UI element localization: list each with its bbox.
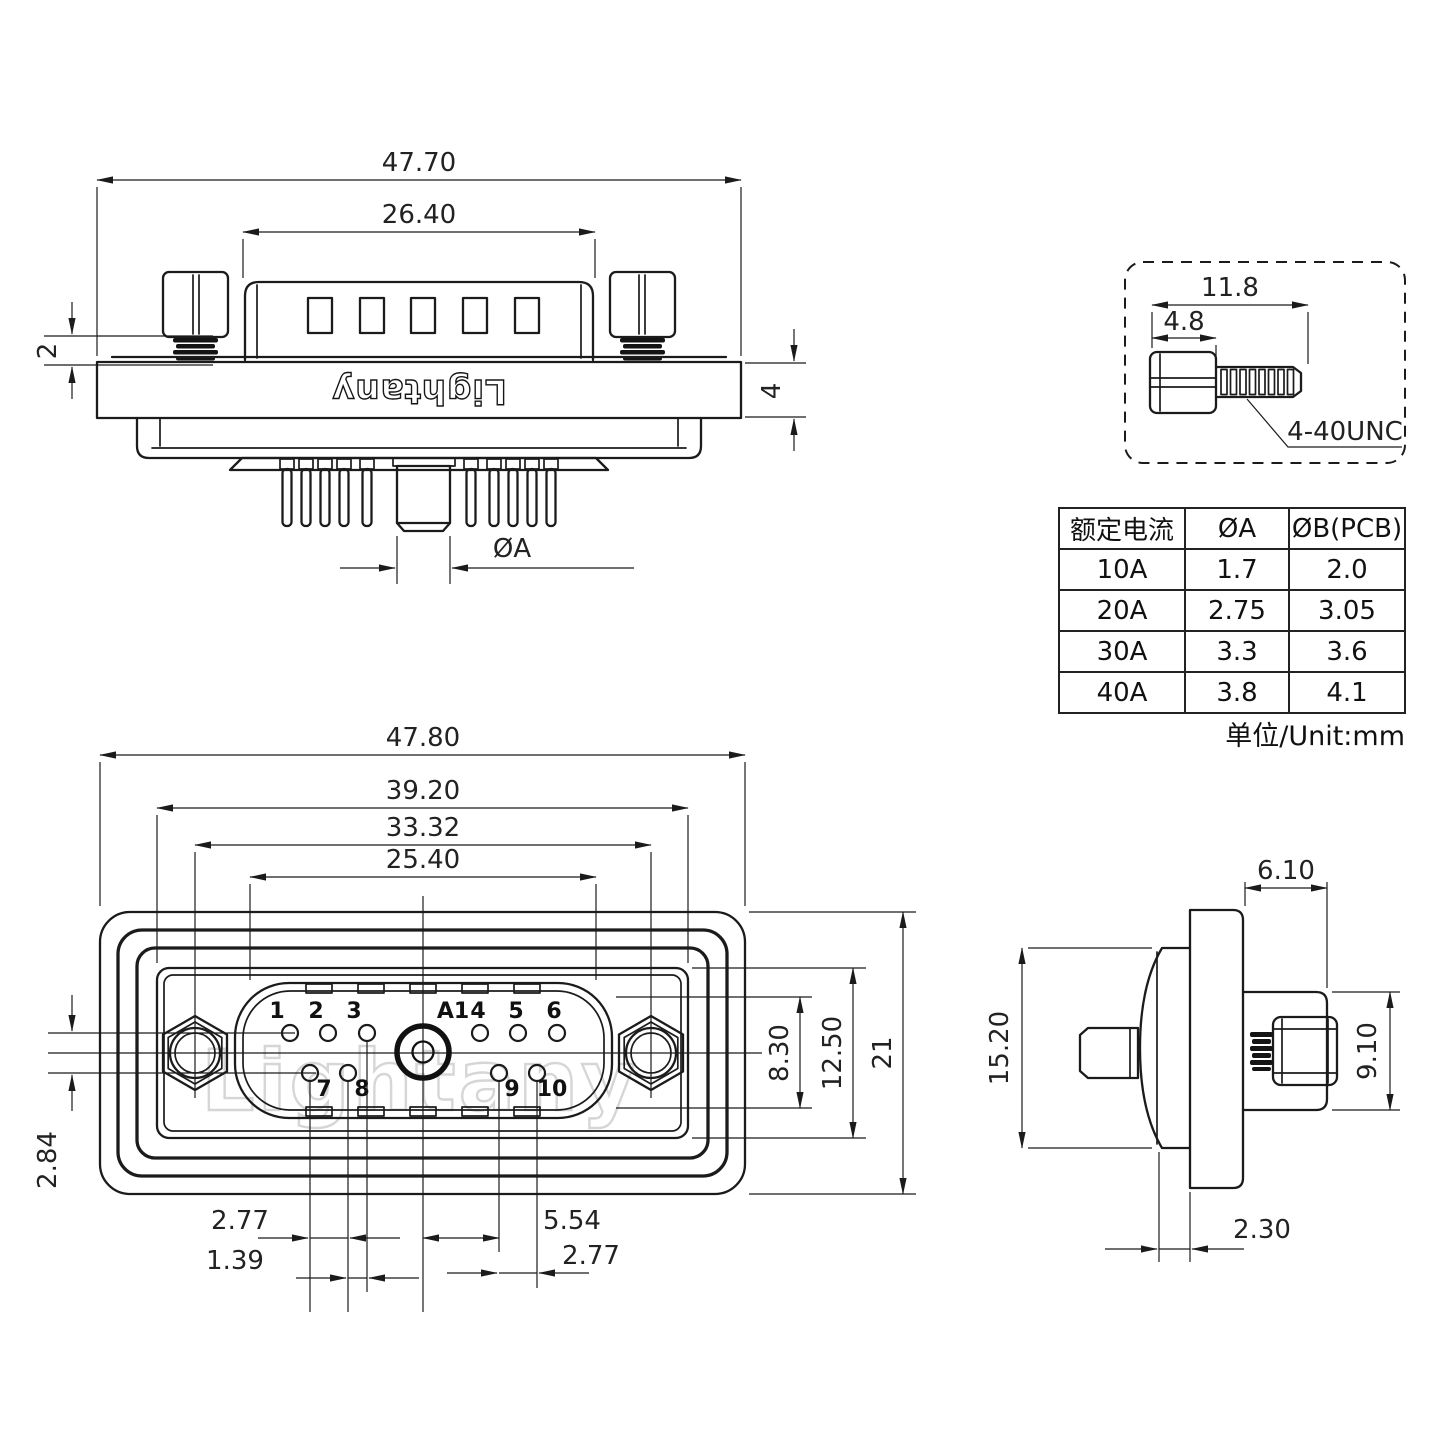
dim-label-pin-diameter: ØA [493,534,531,564]
leader-line [1246,398,1402,448]
signal-contacts [280,1023,567,1083]
table-row: 30A 3.3 3.6 [1058,630,1406,673]
detail-boundary [1124,261,1406,464]
unit-note: 单位/Unit:mm [1225,721,1405,752]
flange: Lightany [95,355,743,420]
dim-label-screw-standoff: 2 [33,343,63,360]
brand-logo: Lightany [331,371,506,411]
power-pin [392,457,456,533]
pin-label: 4 [470,999,485,1024]
dim-label-row-offset: 2.84 [33,1131,63,1189]
pin-label: 1 [269,999,284,1024]
dim-label-panel-width: 39.20 [386,776,460,806]
dim-label-shell-width: 26.40 [382,200,456,230]
cell: 3.6 [1288,630,1406,673]
cell: 3.8 [1184,671,1290,714]
coax-contact-a1 [394,1023,452,1081]
cell: 2.0 [1288,548,1406,591]
cell: 1.7 [1184,548,1290,591]
pin-label: 3 [346,999,361,1024]
screw-detail: 11.8 4.8 4-40UNC [1124,261,1406,464]
cell: 30A [1058,630,1186,673]
dim-label-screw-head: 4.8 [1163,307,1204,337]
pin-label: 6 [546,999,561,1024]
cell: 40A [1058,671,1186,714]
dim-label-pitch-left: 2.77 [211,1206,269,1236]
front-view: Lightany [33,723,916,1312]
cell: 20A [1058,589,1186,632]
insert-wafer [228,456,610,472]
table-row: 10A 1.7 2.0 [1058,548,1406,591]
dim-label-body-height: 9.10 [1353,1022,1383,1080]
pin-label: 8 [354,1077,369,1102]
lower-body [135,416,703,472]
thumbscrew-side [1250,1015,1339,1087]
dim-label-overall-height: 21 [868,1036,898,1069]
thumbscrew-right [608,270,677,361]
dim-label-screw-total: 11.8 [1201,273,1259,303]
col-header-dia-b: ØB(PCB) [1288,507,1406,550]
dim-label-pitch-right: 2.77 [562,1241,620,1271]
col-header-dia-a: ØA [1184,507,1290,550]
dim-label-center-to-pin9: 5.54 [543,1206,601,1236]
pin-label: 7 [316,1077,331,1102]
thread-spec-label: 4-40UNC [1287,417,1403,447]
dim-label-flange-thickness: 4 [757,383,787,400]
col-header-rated-current: 额定电流 [1058,507,1186,550]
thumbscrew-left [161,270,230,361]
d-insert [233,981,614,1120]
dim-label-stagger: 1.39 [206,1246,264,1276]
solder-pins [279,458,559,528]
cell: 3.3 [1184,630,1290,673]
dim-label-front-overall: 47.80 [386,723,460,753]
watermark: Lightany [201,1032,639,1130]
back-body [1241,990,1329,1112]
flange-side [1188,908,1245,1190]
table-row: 20A 2.75 3.05 [1058,589,1406,632]
dim-label-overall-width: 47.70 [382,148,456,178]
pin-label: 10 [537,1077,568,1102]
current-rating-table: 额定电流 ØA ØB(PCB) 10A 1.7 2.0 20A 2.75 3.0… [1058,507,1406,714]
pin-label: 9 [504,1077,519,1102]
cell: 10A [1058,548,1186,591]
dim-label-back-depth: 6.10 [1257,856,1315,886]
dim-label-screw-spacing: 33.32 [386,813,460,843]
rear-view: 47.70 26.40 [33,148,806,584]
jackscrew [1148,350,1303,415]
dim-label-insert-width: 25.40 [386,845,460,875]
dim-label-shell-height: 12.50 [818,1016,848,1090]
front-body [1138,946,1192,1150]
cell: 2.75 [1184,589,1290,632]
mating-pin [1078,1026,1140,1080]
table-row: 40A 3.8 4.1 [1058,671,1406,714]
dim-label-panel-gap: 2.30 [1233,1215,1291,1245]
pin-label: 5 [508,999,523,1024]
cell: 3.05 [1288,589,1406,632]
table-header-row: 额定电流 ØA ØB(PCB) [1058,507,1406,550]
pin-label: A1 [437,999,469,1024]
backshell [243,280,595,362]
side-view: 6.10 15.20 9.10 2.30 [985,856,1400,1262]
dim-label-flange-height: 15.20 [985,1011,1015,1085]
cell: 4.1 [1288,671,1406,714]
pin-label: 2 [308,999,323,1024]
dim-label-insert-height: 8.30 [765,1024,795,1082]
